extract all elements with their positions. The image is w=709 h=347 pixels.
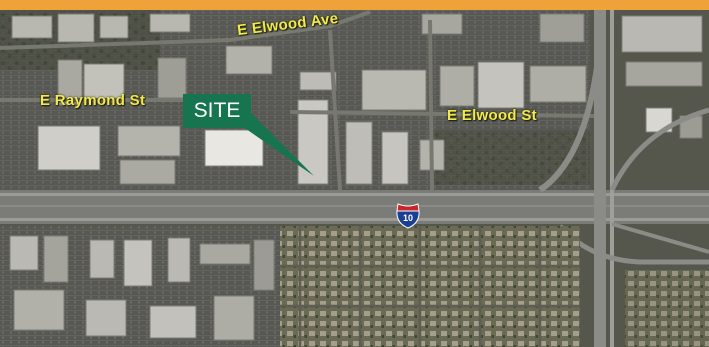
east-buildings (621, 15, 703, 139)
southeast-residential (625, 270, 709, 347)
north-buildings (11, 13, 587, 185)
north-streets (0, 10, 601, 191)
arrow-pointer-icon (236, 114, 314, 176)
interstate-number: 10 (402, 213, 413, 223)
label-e-raymond-st: E Raymond St (40, 92, 146, 109)
interstate-10-freeway (0, 190, 709, 224)
label-e-elwood-st: E Elwood St (447, 107, 537, 124)
interstate-shield-icon (396, 203, 420, 229)
top-accent-bar (0, 0, 709, 10)
east-tree-cover (430, 130, 590, 185)
interchange (518, 10, 709, 347)
site-callout: SITE (183, 94, 251, 128)
southwest-buildings (9, 235, 275, 341)
residential-streets (280, 226, 580, 347)
south-residential (280, 226, 580, 347)
